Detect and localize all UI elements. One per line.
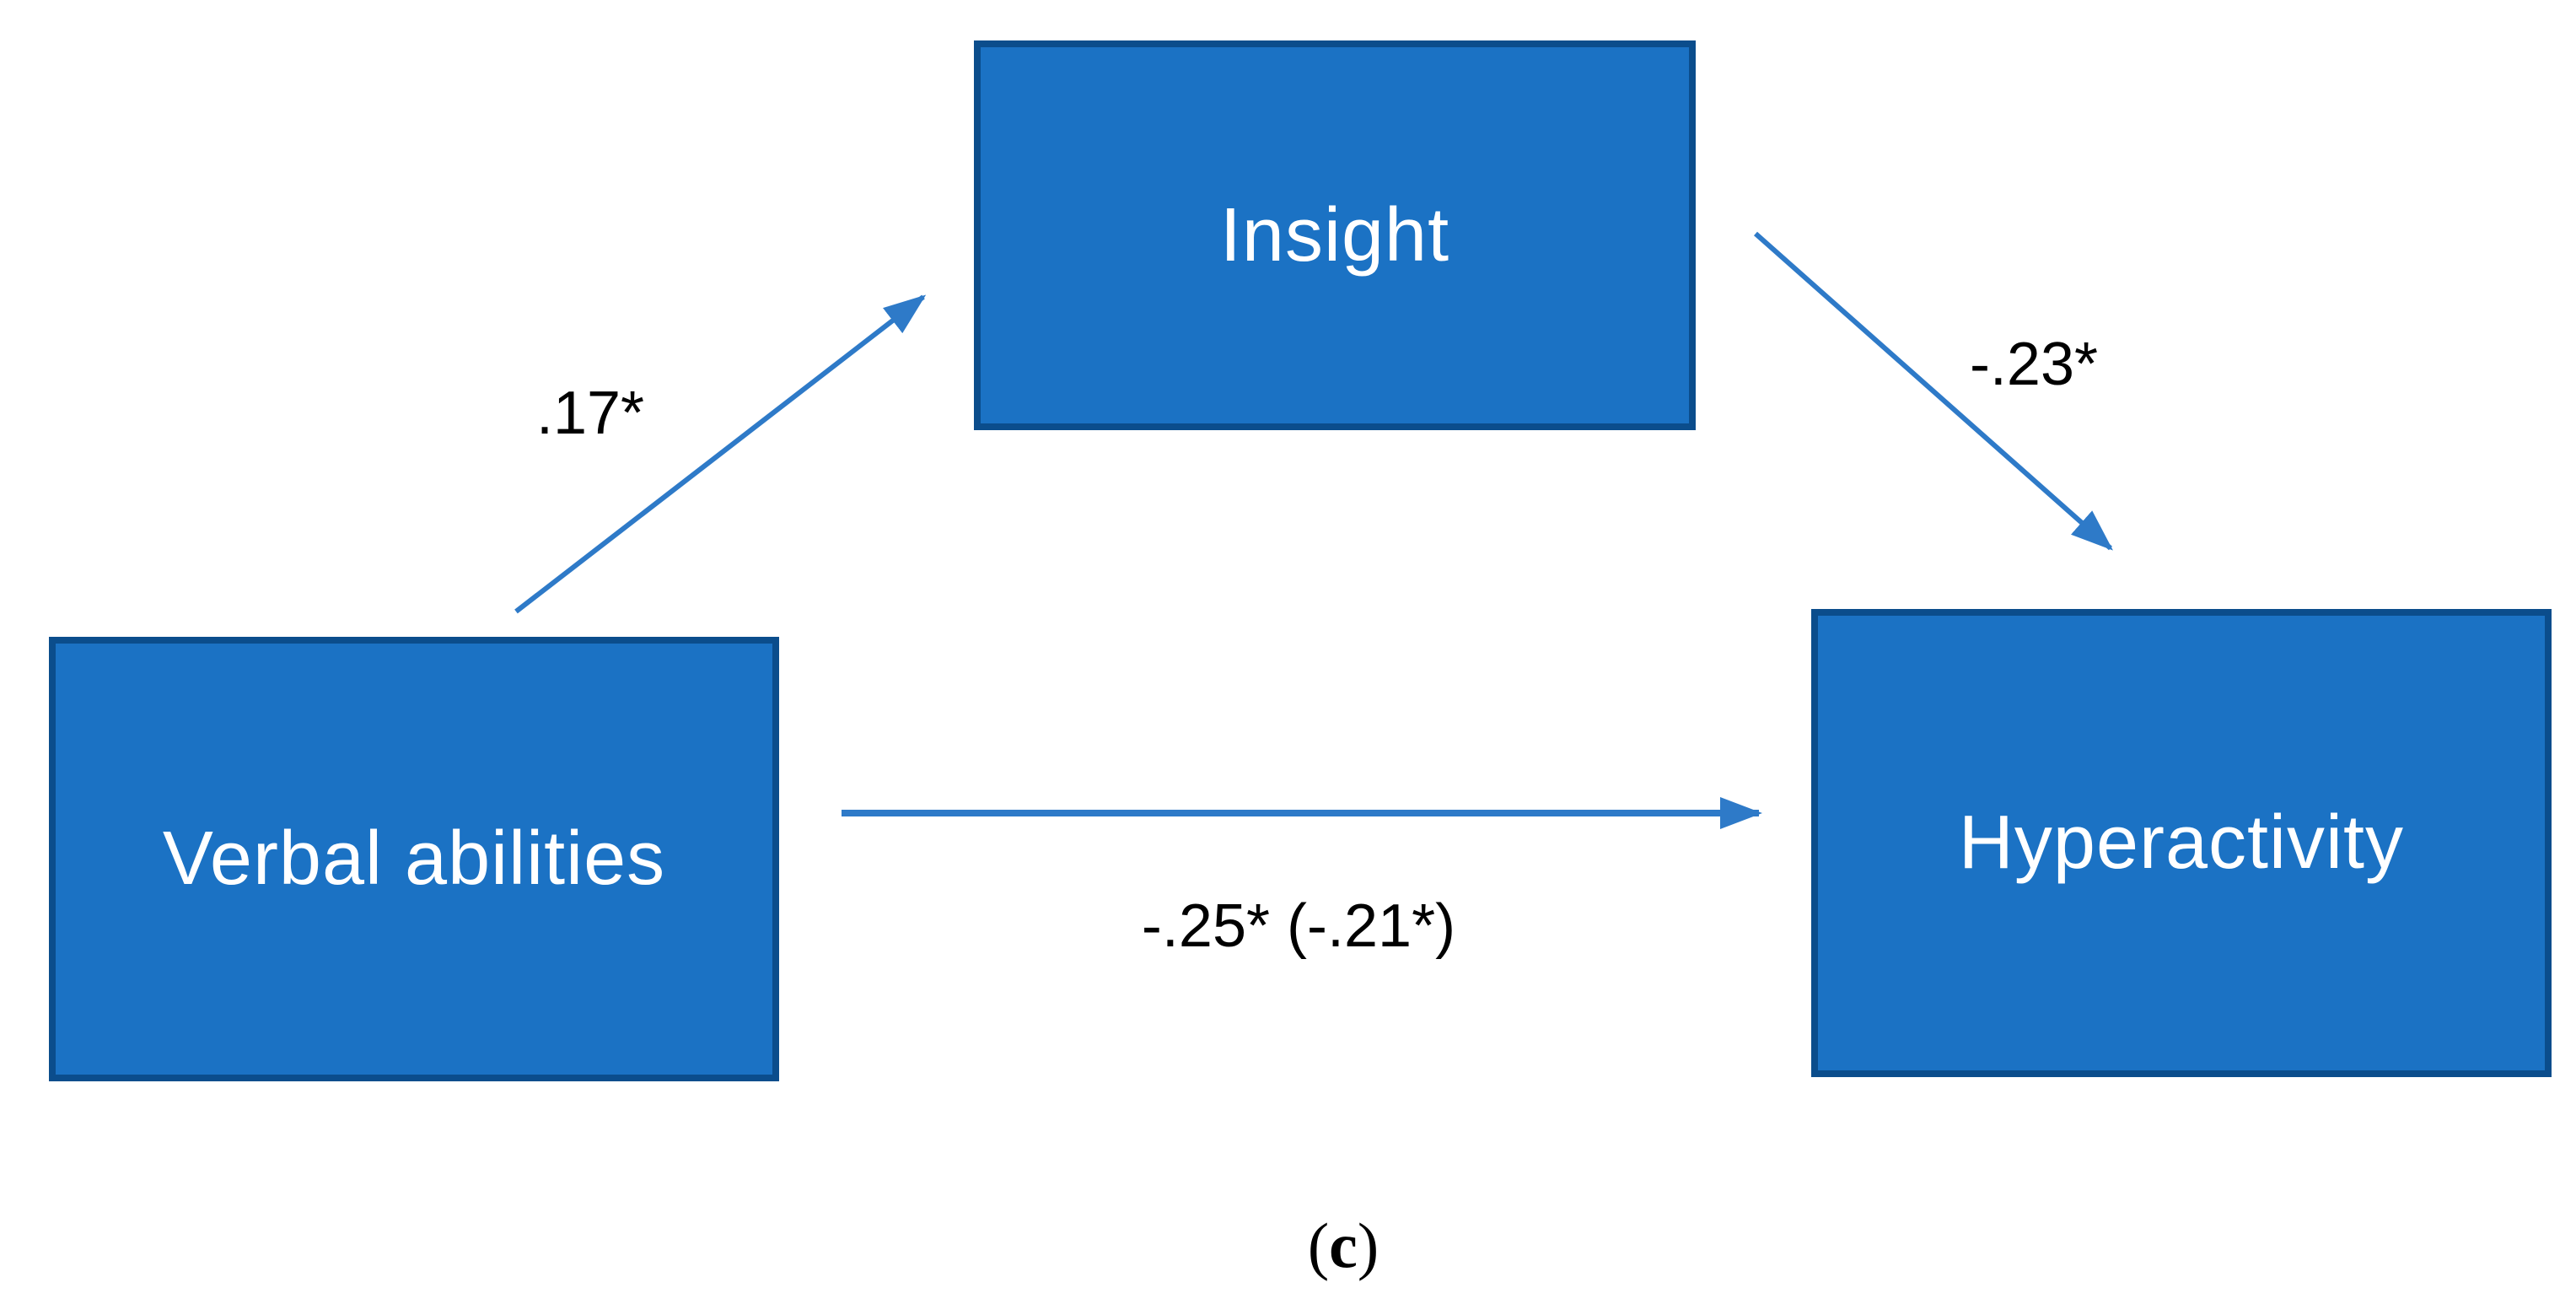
caption-paren-close: )	[1357, 1210, 1379, 1282]
node-insight: Insight	[974, 40, 1696, 430]
caption-paren-open: (	[1307, 1210, 1330, 1282]
arrow-verbal-to-insight	[514, 294, 927, 614]
figure-caption: (c)	[1308, 1210, 1379, 1284]
coefficient-insight-to-hyperactivity: -.23*	[1969, 331, 2099, 398]
node-hyperactivity: Hyperactivity	[1811, 609, 2552, 1077]
arrow-insight-to-hyperactivity	[1754, 231, 2113, 551]
coefficient-verbal-to-hyperactivity: -.25* (-.21*)	[1141, 892, 1456, 960]
node-insight-label: Insight	[1219, 192, 1450, 278]
coefficient-verbal-to-insight: .17*	[535, 380, 645, 447]
node-verbal-abilities-label: Verbal abilities	[162, 816, 666, 901]
node-hyperactivity-label: Hyperactivity	[1958, 800, 2405, 885]
node-verbal-abilities: Verbal abilities	[49, 637, 779, 1081]
caption-letter: c	[1329, 1210, 1358, 1282]
